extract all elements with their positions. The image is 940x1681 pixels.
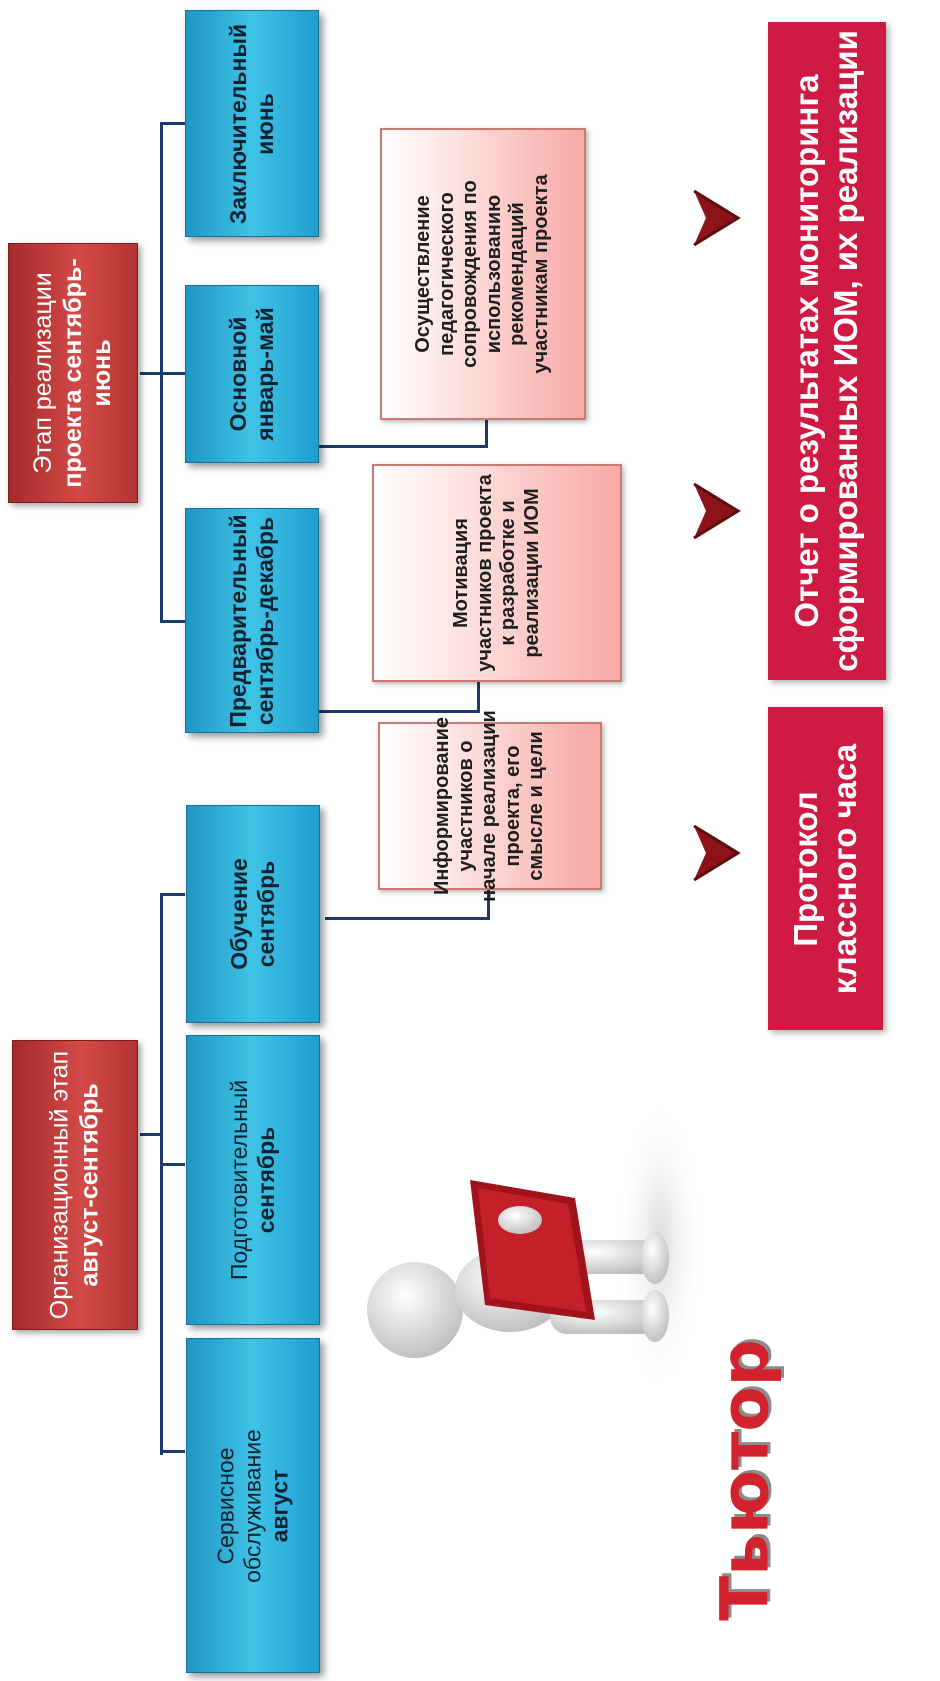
tutor-reading-book-icon bbox=[367, 1095, 705, 1395]
stage-implementation-text: Этап реализации проекта сентябрь- июнь bbox=[28, 258, 116, 488]
connector-impl-to-preliminary bbox=[160, 620, 185, 623]
connector-impl-to-main bbox=[160, 372, 185, 375]
down-chevron-arrow-icon bbox=[693, 482, 741, 540]
connector-org-to-training bbox=[160, 893, 185, 896]
task-support: Осуществление педагогического сопровожде… bbox=[380, 128, 586, 420]
stage-organizational: Организационный этап август-сентябрь bbox=[12, 1040, 138, 1330]
stage-organizational-text: Организационный этап август-сентябрь bbox=[45, 1050, 104, 1320]
down-chevron-arrow-icon bbox=[693, 189, 741, 247]
connector-preliminary-to-motivation bbox=[318, 710, 480, 713]
tutor-label: Тьютор bbox=[706, 1339, 784, 1621]
task-motivation: Мотивация участников проекта к разработк… bbox=[372, 464, 622, 682]
connector-main-to-support-v bbox=[485, 420, 488, 448]
connector-org-stem bbox=[140, 1133, 162, 1136]
connector-impl-to-final bbox=[160, 122, 185, 125]
connector-org-spine bbox=[160, 893, 163, 1453]
connector-org-to-service bbox=[160, 1450, 185, 1453]
result-protocol: Протокол классного часа bbox=[768, 707, 883, 1030]
task-informing: Информирование участников о начале реали… bbox=[378, 710, 602, 902]
phase-preparatory: Подготовительный сентябрь bbox=[186, 1035, 320, 1325]
phase-service: Сервисное обслуживание август bbox=[186, 1338, 320, 1673]
stage-implementation: Этап реализации проекта сентябрь- июнь bbox=[8, 243, 138, 503]
phase-final: Заключительный июнь bbox=[185, 10, 319, 237]
connector-preliminary-to-motivation-v bbox=[477, 682, 480, 713]
phase-training: Обучение сентябрь bbox=[186, 805, 320, 1023]
connector-training-to-informing bbox=[325, 917, 490, 920]
connector-training-to-informing-v bbox=[487, 890, 490, 920]
connector-impl-stem bbox=[140, 372, 162, 375]
result-report: Отчет о результатах мониторинга сформиро… bbox=[768, 22, 886, 680]
down-chevron-arrow-icon bbox=[693, 824, 741, 882]
phase-main: Основной январь-май bbox=[185, 285, 319, 463]
phase-preliminary: Предварительный сентябрь-декабрь bbox=[185, 508, 319, 733]
connector-main-to-support bbox=[318, 445, 488, 448]
connector-org-to-prep bbox=[160, 1163, 185, 1166]
